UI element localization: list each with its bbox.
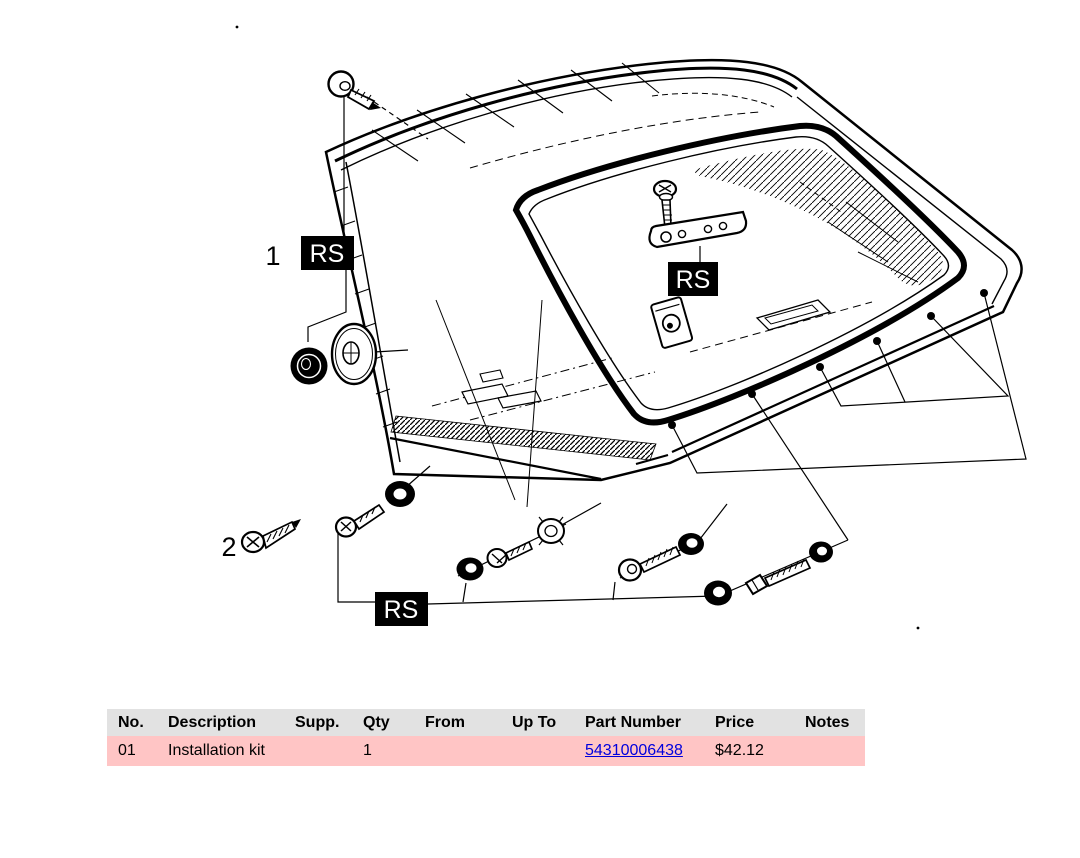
nut-stud-washer-icon: [704, 541, 833, 606]
plug-cap-icon: [290, 347, 328, 385]
bracket-screw-icon: [652, 179, 678, 236]
speed-nut-clip-icon: [650, 296, 694, 349]
cell-no: 01: [107, 736, 161, 766]
interior-details: [389, 299, 832, 508]
col-header-qty: Qty: [356, 709, 418, 736]
rs-badge-bottom[interactable]: RS: [375, 592, 428, 626]
tapping-screw-icon: [240, 519, 301, 554]
col-header-no: No.: [107, 709, 161, 736]
washer-head-screw-icon: [327, 70, 381, 111]
parts-table: No. Description Supp. Qty From Up To Par…: [107, 709, 865, 766]
table-row: 01 Installation kit 1 54310006438 $42.12: [107, 736, 865, 766]
cell-from: [418, 736, 505, 766]
part-number-link[interactable]: 54310006438: [585, 742, 683, 759]
col-header-upto: Up To: [505, 709, 578, 736]
table-header-row: No. Description Supp. Qty From Up To Par…: [107, 709, 865, 736]
callout-2-label[interactable]: 2: [221, 532, 236, 562]
rs-badge-middle-label[interactable]: RS: [676, 266, 711, 294]
cell-price: $42.12: [708, 736, 798, 766]
cell-notes: [798, 736, 865, 766]
rs-badge-top[interactable]: RS: [301, 236, 354, 270]
callout-1[interactable]: 1: [265, 241, 280, 271]
washer-disc-icon: [330, 322, 378, 386]
cell-qty: 1: [356, 736, 418, 766]
cell-description: Installation kit: [161, 736, 288, 766]
grommet-screw-spacer-icon: [456, 516, 565, 581]
rear-window-seal: [512, 122, 967, 426]
mounting-bracket-icon: [648, 210, 748, 249]
fastener-parts: [240, 70, 833, 606]
cell-supp: [288, 736, 356, 766]
cell-upto: [505, 736, 578, 766]
socket-bolt-washer-icon: [617, 533, 704, 582]
col-header-description: Description: [161, 709, 288, 736]
col-header-part-number: Part Number: [578, 709, 708, 736]
col-header-from: From: [418, 709, 505, 736]
col-header-supp: Supp.: [288, 709, 356, 736]
callout-1-label[interactable]: 1: [265, 241, 280, 271]
col-header-notes: Notes: [798, 709, 865, 736]
rs-badge-top-label[interactable]: RS: [310, 240, 345, 268]
screw-and-grommet-icon: [334, 481, 415, 538]
col-header-price: Price: [708, 709, 798, 736]
callout-2[interactable]: 2: [221, 532, 236, 562]
hardtop-parts-diagram: 1 2 RS RS RS: [221, 25, 1027, 630]
rs-badge-bottom-label[interactable]: RS: [384, 596, 419, 624]
rs-badge-middle[interactable]: RS: [668, 262, 718, 296]
cell-part-number: 54310006438: [578, 736, 708, 766]
